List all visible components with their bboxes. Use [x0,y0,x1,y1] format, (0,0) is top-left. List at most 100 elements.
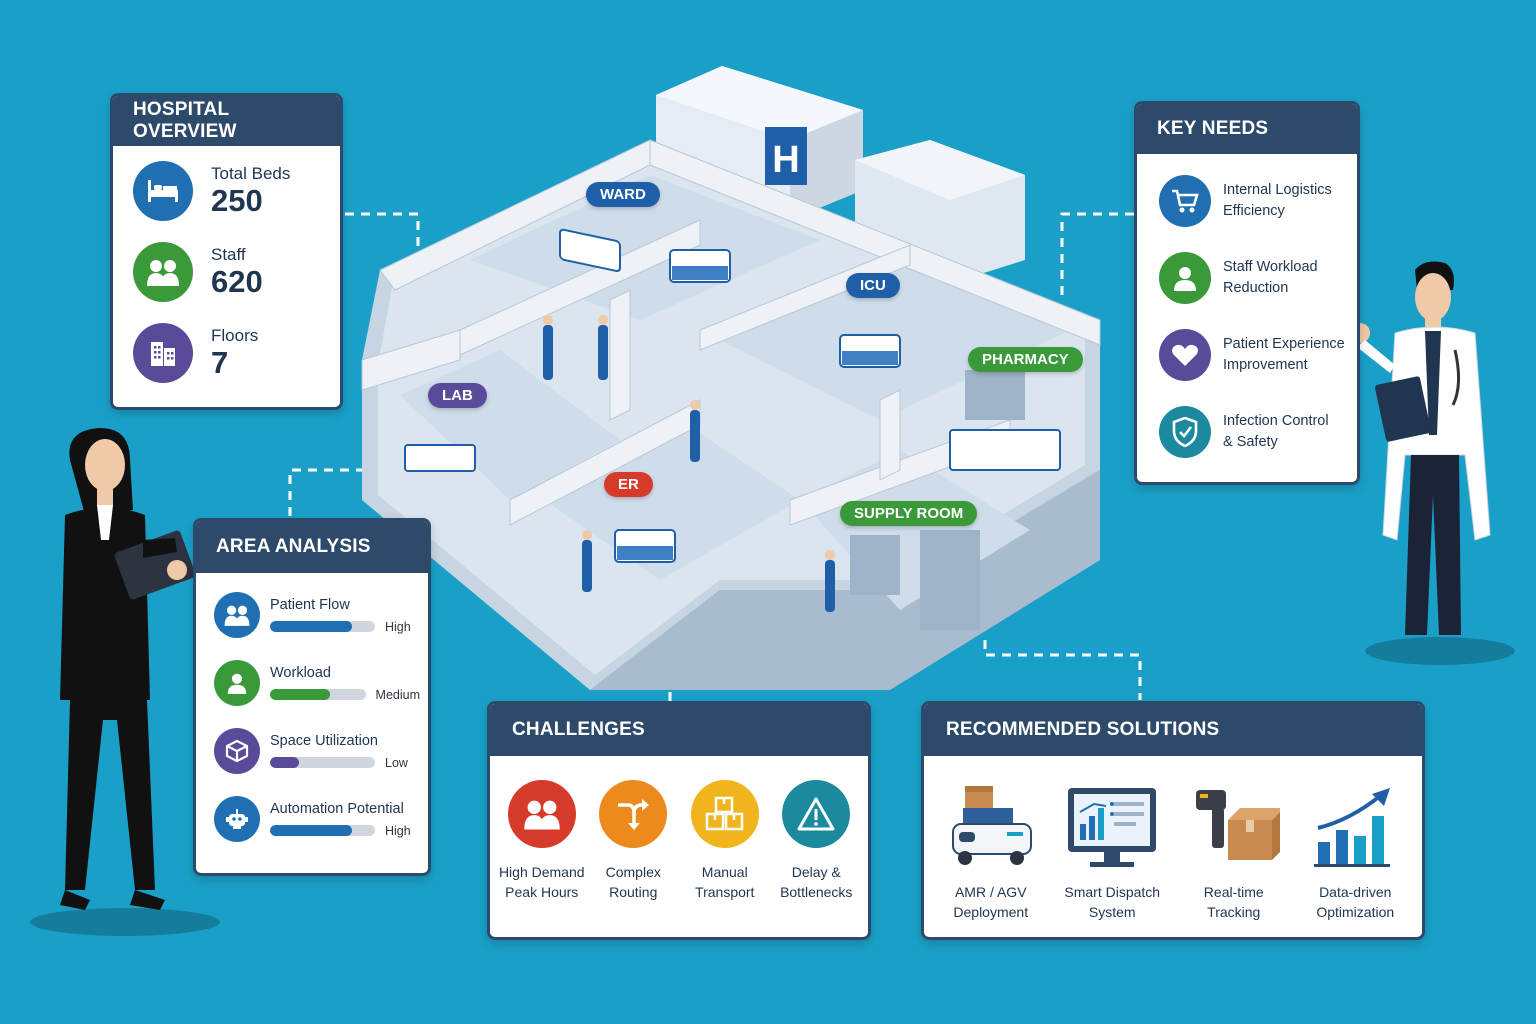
robot-cart-icon [943,780,1039,872]
area-item-level: High [385,619,411,634]
key-need-line2: & Safety [1223,433,1278,450]
progress-bar [270,757,375,768]
area-item-level: High [385,823,411,838]
cube-icon [214,728,260,774]
solution-line1: Smart Dispatch [1064,884,1161,900]
boxes-icon [690,780,759,848]
room-label-ward: WARD [586,182,660,207]
challenge-line1: Complex [605,864,661,880]
progress-bar [270,689,366,700]
key-need-line2: Efficiency [1223,202,1285,219]
challenge-line1: Delay & [791,864,841,880]
key-need-line1: Internal Logistics [1223,181,1332,198]
area-item-level: Medium [375,687,420,702]
area-item-level: Low [385,755,408,770]
person-icon [214,660,260,706]
hospital-overview-panel: HOSPITAL OVERVIEW Total Beds 250 Staff 6… [110,93,343,410]
building-icon [133,322,193,383]
key-need-item: Infection Control & Safety [1137,393,1357,470]
solution-item: AMR / AGV Deployment [932,780,1050,922]
people-icon [507,780,576,848]
hospital-overview-title: HOSPITAL OVERVIEW [113,96,340,146]
solution-line1: AMR / AGV [954,884,1027,900]
solution-line1: Data-driven [1319,884,1392,900]
room-label-icu: ICU [846,273,900,298]
solution-line2: System [1088,904,1136,920]
overview-value: 620 [211,263,263,299]
robot-icon [214,796,260,842]
people-icon [133,241,193,302]
challenge-line2: Transport [695,884,755,900]
progress-fill [270,689,331,700]
area-item-label: Workload [270,664,331,681]
room-label-supply-room: SUPPLY ROOM [840,501,978,526]
solution-line2: Optimization [1316,904,1395,920]
person-icon [1159,251,1211,304]
area-item-space-utilization: Space Utilization Low [196,717,428,785]
area-analysis-title: AREA ANALYSIS [196,521,428,573]
challenges-title: CHALLENGES [490,704,868,756]
area-item-label: Patient Flow [270,596,350,613]
cart-icon [1159,174,1211,227]
heart-icon [1159,328,1211,381]
overview-value: 250 [211,182,263,218]
key-need-line2: Reduction [1223,279,1289,296]
solution-line2: Tracking [1207,904,1261,920]
progress-bar [270,825,375,836]
progress-fill [270,825,352,836]
key-needs-title: KEY NEEDS [1137,104,1357,154]
scanner-box-icon [1186,780,1282,872]
warning-icon [782,780,851,848]
overview-label: Total Beds [211,163,291,183]
overview-value: 7 [211,344,229,380]
recommended-solutions-title: RECOMMENDED SOLUTIONS [924,704,1422,756]
doctor-illustration [1350,261,1515,665]
area-item-patient-flow: Patient Flow High [196,581,428,649]
overview-item-total-beds: Total Beds 250 [113,150,340,231]
challenge-line2: Routing [609,884,658,900]
routing-arrows-icon [599,780,668,848]
challenge-line2: Bottlenecks [780,884,853,900]
progress-fill [270,621,352,632]
businesswoman-illustration [30,428,220,936]
key-need-line1: Staff Workload [1223,258,1318,275]
solution-line1: Real-time [1203,884,1264,900]
overview-item-staff: Staff 620 [113,231,340,312]
key-need-line1: Patient Experience [1223,335,1345,352]
solution-line2: Deployment [953,904,1029,920]
overview-label: Floors [211,325,259,345]
area-item-automation-potential: Automation Potential High [196,785,428,853]
area-item-label: Automation Potential [270,800,404,817]
key-need-line2: Improvement [1223,356,1308,373]
challenge-item: Delay & Bottlenecks [771,780,863,902]
hospital-h-sign: H [772,139,799,181]
area-analysis-panel: AREA ANALYSIS Patient Flow High Workload… [193,518,431,876]
challenge-line1: Manual [701,864,748,880]
growth-chart-icon [1307,780,1403,872]
challenge-line2: Peak Hours [505,884,579,900]
monitor-dashboard-icon [1064,780,1160,872]
room-label-pharmacy: PHARMACY [968,347,1083,372]
room-label-lab: LAB [428,383,487,408]
key-need-line1: Infection Control [1223,412,1329,429]
people-icon [214,592,260,638]
recommended-solutions-panel: RECOMMENDED SOLUTIONS AMR / AGV Deploymen… [921,701,1425,940]
bed-icon [133,160,193,221]
area-item-label: Space Utilization [270,732,378,749]
shield-icon [1159,405,1211,458]
challenge-line1: High Demand [498,864,585,880]
overview-label: Staff [211,244,246,264]
area-item-workload: Workload Medium [196,649,428,717]
progress-bar [270,621,375,632]
